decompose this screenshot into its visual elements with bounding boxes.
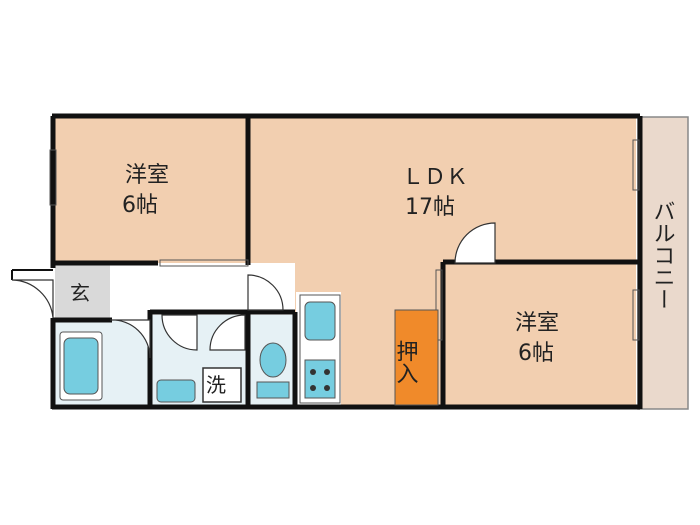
door-swings [11,222,496,359]
stove-burners [310,369,330,391]
western-room-right-floor [445,263,636,405]
western-room-right-size: 6帖 [518,341,554,366]
entrance-label: 玄 [70,281,90,305]
ldk-floor [250,118,636,263]
western-room-left-floor [55,118,247,263]
ldk-size: 17帖 [405,195,455,220]
balcony-area [637,116,689,410]
toilet-bowl [259,342,287,378]
hallway-floor [110,265,248,315]
bathtub-inner [63,337,99,395]
western-room-left-size: 6帖 [122,193,158,218]
windows [49,139,640,341]
wash-basin [156,379,196,403]
ldk-name: ＬＤＫ [402,165,468,190]
closet-label: 押入 [393,340,419,384]
stove [304,359,336,399]
closet-area [394,309,439,406]
kitchen-sink [304,301,336,341]
western-room-right-name: 洋室 [515,311,559,336]
washer-box [202,367,242,403]
balcony-label: バルコニー [650,200,675,310]
toilet-tank [256,381,290,399]
entrance-floor [55,265,110,320]
western-room-left-name: 洋室 [125,163,169,188]
walls [50,113,643,410]
washer-label: 洗 [206,373,226,397]
